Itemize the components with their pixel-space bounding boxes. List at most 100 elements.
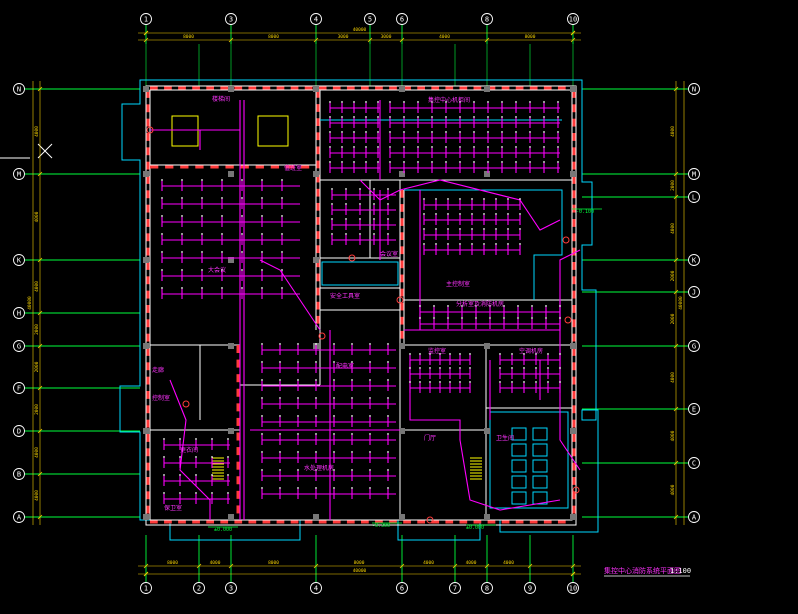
dimension-text: 4000 xyxy=(439,34,450,40)
dimension-text: 2000 xyxy=(34,404,40,415)
axis-bubble: G xyxy=(13,340,25,352)
axis-label: 10 xyxy=(569,584,577,592)
axis-label: 8 xyxy=(485,15,489,23)
axis-bubble: 7 xyxy=(449,582,461,594)
room-label: 集控中心机柜间 xyxy=(428,96,470,104)
room-label: 值班室 xyxy=(284,164,302,172)
dimension-text: 8000 xyxy=(183,34,194,40)
dimension-text: 8000 xyxy=(268,34,279,40)
dimension-text: 4000 xyxy=(34,281,40,292)
axis-bubble: 6 xyxy=(396,13,408,25)
axis-label: 2 xyxy=(197,584,201,592)
axis-label: G xyxy=(692,342,696,350)
axis-label: G xyxy=(17,342,21,350)
axis-label: 1 xyxy=(144,15,148,23)
room-label: 门厅 xyxy=(424,434,436,442)
elevation-text: ±0.000 xyxy=(214,527,232,533)
axis-bubble: J xyxy=(688,286,700,298)
axis-label: 6 xyxy=(400,584,404,592)
dimension-text: 4000 xyxy=(670,372,676,383)
axis-label: 7 xyxy=(453,584,457,592)
dimension-text: 4000 xyxy=(34,490,40,501)
dimension-text: 4000 xyxy=(670,126,676,137)
axis-bubble: 3 xyxy=(225,582,237,594)
axis-label: J xyxy=(692,288,696,296)
axis-label: M xyxy=(692,170,696,178)
axis-bubble: M xyxy=(688,168,700,180)
drawing-title-block: 集控中心消防系统平面图 1:100 xyxy=(604,566,691,577)
axis-bubble: 1 xyxy=(140,13,152,25)
room-label: 大会议 xyxy=(208,266,226,274)
room-label: 控制室 xyxy=(152,394,170,402)
dimension-text: 4000 xyxy=(466,560,477,566)
axis-label: 3 xyxy=(229,15,233,23)
building-walls xyxy=(119,79,599,541)
room-label: 主控制室 xyxy=(446,280,470,288)
axis-label: M xyxy=(17,170,21,178)
axis-bubble: L xyxy=(688,191,700,203)
axis-label: 8 xyxy=(485,584,489,592)
axis-bubble: D xyxy=(13,425,25,437)
toilet-fixtures xyxy=(511,427,548,505)
axis-bubble: A xyxy=(13,511,25,523)
axis-bubble: 4 xyxy=(310,582,322,594)
axis-bubble: K xyxy=(688,254,700,266)
elevation-text: -0.100 xyxy=(576,209,594,215)
axis-bubble: B xyxy=(13,468,25,480)
room-label: 分析室及消防机房 xyxy=(456,300,504,308)
axis-label: B xyxy=(17,470,21,478)
room-label: 安全工具室 xyxy=(330,292,360,300)
axis-label: A xyxy=(692,513,697,521)
dimension-text: 4000 xyxy=(423,560,434,566)
axis-label: 4 xyxy=(314,15,318,23)
axis-bubble: A xyxy=(688,511,700,523)
dimension-text: 2000 xyxy=(670,180,676,191)
axis-label: 9 xyxy=(528,584,532,592)
axis-bubble: 9 xyxy=(524,582,536,594)
axis-bubble: 5 xyxy=(364,13,376,25)
stairs xyxy=(171,115,482,480)
room-label: 配电室 xyxy=(336,362,354,370)
axis-label: K xyxy=(692,256,697,264)
dimension-total: 40000 xyxy=(353,27,367,33)
dimension-text: 4000 xyxy=(503,560,514,566)
dimension-text: 8000 xyxy=(354,560,365,566)
dimension-text: 4000 xyxy=(34,126,40,137)
axis-bubble: H xyxy=(13,307,25,319)
sprinkler-piping xyxy=(150,100,581,520)
axis-label: E xyxy=(692,405,696,413)
axis-bubble: C xyxy=(688,457,700,469)
dimension-text: 2000 xyxy=(670,270,676,281)
axis-label: 1 xyxy=(144,584,148,592)
dimension-text: 3000 xyxy=(381,34,392,40)
axis-label: F xyxy=(17,384,21,392)
axis-bubble: 1 xyxy=(140,582,152,594)
axis-bubble: K xyxy=(13,254,25,266)
room-labels: 楼梯间 值班室 集控中心机柜间 大会议 会议室 主控制室 分析室及消防机房 安全… xyxy=(152,95,543,512)
axis-bubble: G xyxy=(688,340,700,352)
axis-bubble: F xyxy=(13,382,25,394)
axis-bubble: 6 xyxy=(396,582,408,594)
room-label: 卫生间 xyxy=(496,434,514,442)
axis-label: N xyxy=(692,85,696,93)
dimension-text: 8000 xyxy=(167,560,178,566)
axis-bubble: 8 xyxy=(481,582,493,594)
axis-label: D xyxy=(17,427,21,435)
axis-bubble: N xyxy=(13,83,25,95)
axis-bubble: 3 xyxy=(225,13,237,25)
room-label: 走廊 xyxy=(152,366,164,374)
room-label: 空调机房 xyxy=(519,347,543,355)
axis-label: 5 xyxy=(368,15,372,23)
dimension-text: 4000 xyxy=(210,560,221,566)
wall-hatching xyxy=(143,86,576,524)
sprinkler-heads xyxy=(146,101,580,524)
dimension-text: 4000 xyxy=(670,223,676,234)
dimension-text: 3000 xyxy=(338,34,349,40)
room-label: 楼梯间 xyxy=(212,95,230,103)
axis-bubble: 10 xyxy=(567,13,579,25)
axis-bubble: 2 xyxy=(193,582,205,594)
dimension-text: 2000 xyxy=(34,361,40,372)
axis-label: 4 xyxy=(314,584,318,592)
